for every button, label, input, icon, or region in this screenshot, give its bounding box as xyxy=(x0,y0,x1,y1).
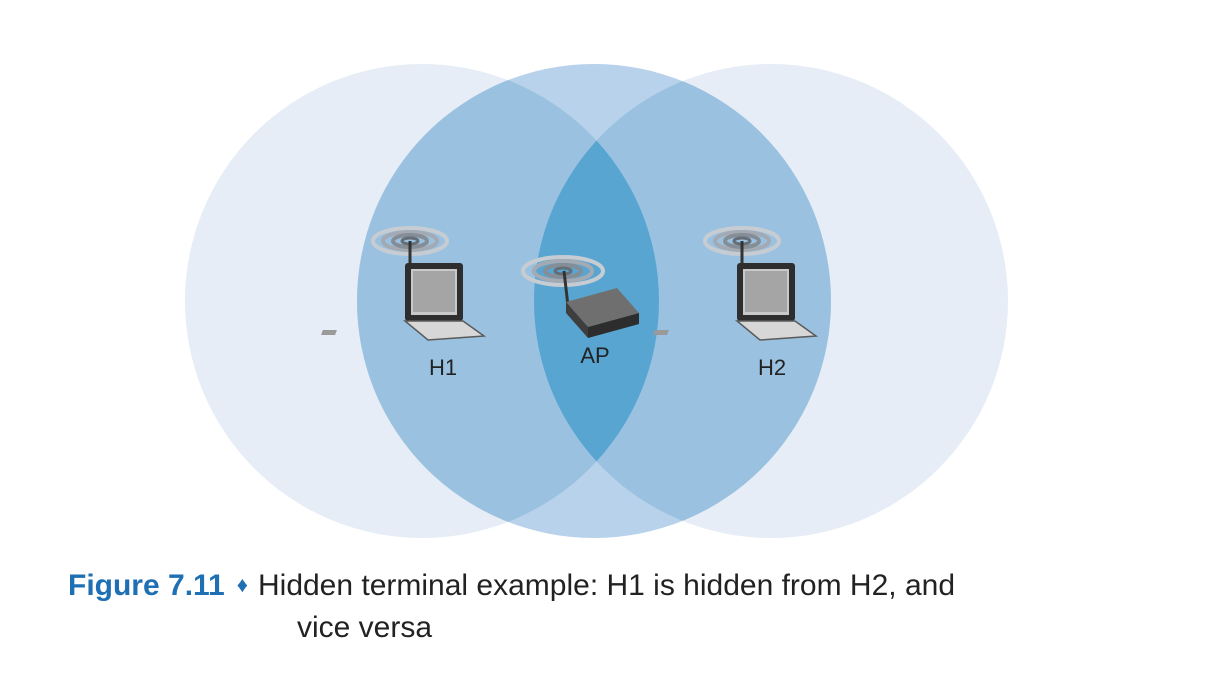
ap-label: AP xyxy=(580,343,609,368)
caption-separator: ♦ xyxy=(236,572,248,597)
h1-label: H1 xyxy=(429,355,457,380)
h2-label: H2 xyxy=(758,355,786,380)
caption-text-line-2: vice versa xyxy=(297,611,433,644)
hidden-terminal-diagram: H1 AP H2 xyxy=(185,64,1008,538)
ap-signal-icon xyxy=(521,255,605,287)
figure-number: Figure 7.11 xyxy=(68,569,225,602)
caption-line-1: Figure 7.11 ♦ Hidden terminal example: H1 … xyxy=(68,566,1168,608)
access-point-icon xyxy=(562,270,639,338)
figure-caption: Figure 7.11 ♦ Hidden terminal example: H1 … xyxy=(68,566,1168,648)
h2-laptop-icon xyxy=(653,241,819,341)
h1-laptop-icon xyxy=(321,241,487,341)
caption-text-line-1: Hidden terminal example: H1 is hidden fr… xyxy=(257,569,956,602)
